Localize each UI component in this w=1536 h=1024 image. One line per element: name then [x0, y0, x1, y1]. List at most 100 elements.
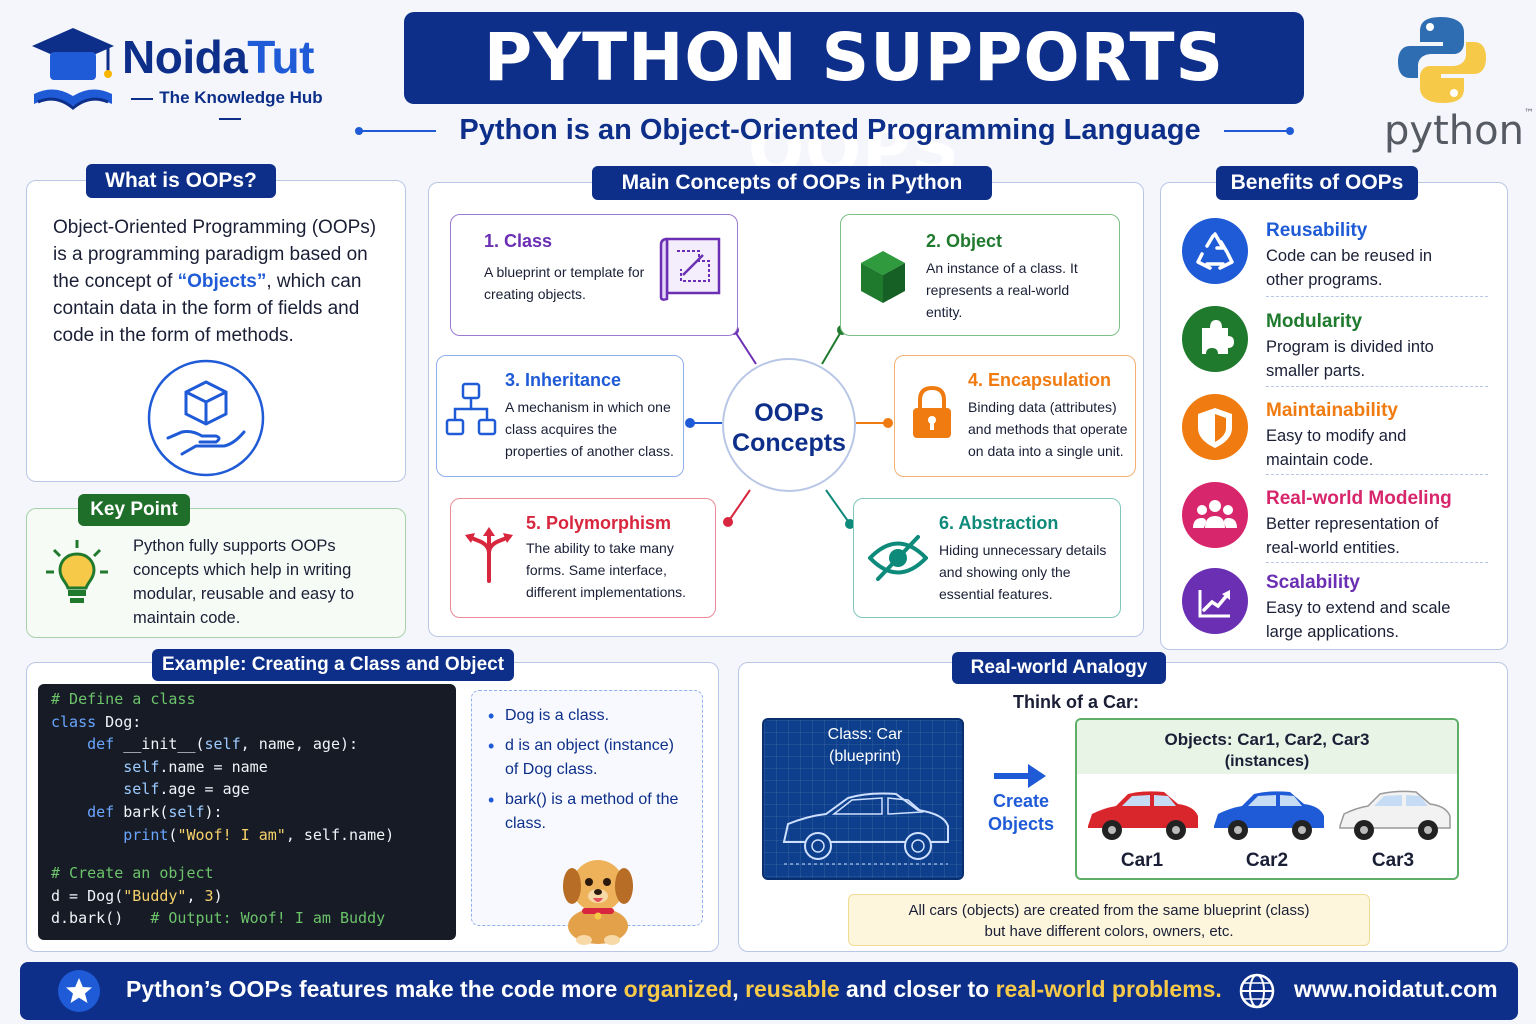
- code-line: # Define a class: [51, 690, 196, 708]
- concept-inheritance-card: 3. Inheritance A mechanism in which one …: [436, 355, 684, 477]
- cube-icon: [861, 251, 905, 303]
- blueprint-icon: [659, 237, 721, 301]
- page-title-banner: PYTHON SUPPORTS OOPS: [404, 12, 1304, 188]
- star-badge-icon: [58, 970, 100, 1012]
- people-icon: [1182, 482, 1248, 548]
- benefit-modeling-desc: Better representation of real-world enti…: [1266, 515, 1439, 557]
- objects-label: Objects: Car1, Car2, Car3: [1164, 730, 1370, 749]
- key-point-heading: Key Point: [78, 494, 190, 526]
- benefit-modularity-desc: Program is divided into smaller parts.: [1266, 338, 1434, 380]
- brand-tagline: The Knowledge Hub: [122, 88, 332, 128]
- subtitle-dot-right: [1286, 127, 1294, 135]
- recycle-icon: [1182, 218, 1248, 284]
- code-line: def bark(self):: [87, 803, 223, 821]
- code-note: d is an object (instance) of Dog class.: [488, 734, 691, 782]
- concept-class-title: 1. Class: [484, 231, 553, 251]
- footer-message: Python’s OOPs features make the code mor…: [126, 976, 1222, 1002]
- concepts-hub: OOPs Concepts: [722, 358, 856, 492]
- code-line: self.name = name: [123, 757, 268, 776]
- benefit-reusability-title: Reusability: [1266, 220, 1368, 241]
- concept-abstraction-desc: Hiding unnecessary details and showing o…: [939, 542, 1107, 602]
- code-line: d = Dog("Buddy", 3): [51, 886, 223, 905]
- cube-on-hand-icon: [147, 359, 265, 477]
- analogy-heading: Real-world Analogy: [952, 652, 1166, 684]
- benefit-maintainability-desc: Easy to modify and maintain code.: [1266, 427, 1407, 469]
- car2-label: Car2: [1245, 850, 1289, 871]
- concepts-heading: Main Concepts of OOPs in Python: [592, 166, 992, 200]
- concept-abstraction-title: 6. Abstraction: [939, 513, 1059, 533]
- class-car-label: Class: Car: [827, 726, 903, 743]
- puppy-illustration: [563, 860, 633, 945]
- split-arrows-icon: [465, 527, 513, 583]
- concept-encapsulation-card: 4. Encapsulation Binding data (attribute…: [894, 355, 1136, 477]
- arrow-right-icon: [994, 764, 1046, 788]
- concept-inheritance-desc: A mechanism in which one class acquires …: [505, 399, 674, 459]
- car-icon: [1214, 791, 1324, 840]
- puzzle-icon: [1182, 306, 1248, 372]
- concept-abstraction-card: 6. Abstraction Hiding unnecessary detail…: [853, 498, 1121, 618]
- hierarchy-icon: [445, 382, 497, 436]
- code-line: self.age = age: [123, 780, 250, 799]
- code-line: class Dog:: [51, 712, 142, 731]
- benefit-scalability-title: Scalability: [1266, 572, 1360, 593]
- benefit-reusability-desc: Code can be reused in other programs.: [1266, 247, 1433, 289]
- benefit-maintainability-title: Maintainability: [1266, 400, 1398, 421]
- benefit-separator: [1266, 474, 1488, 475]
- python-logo: python™: [1380, 14, 1534, 164]
- car-blueprint-icon: [782, 792, 949, 865]
- python-wordmark: python™: [1384, 108, 1534, 154]
- concept-class-card: 1. Class A blueprint or template for cre…: [450, 214, 738, 336]
- code-line: print("Woof! I am", self.name): [123, 825, 395, 844]
- class-car-blueprint: Class: Car (blueprint): [762, 718, 964, 880]
- concept-encapsulation-title: 4. Encapsulation: [968, 370, 1112, 390]
- page-subtitle: Python is an Object-Oriented Programming…: [459, 114, 1201, 146]
- class-car-sublabel: (blueprint): [828, 748, 902, 765]
- shield-icon: [1182, 394, 1248, 460]
- benefit-scalability-desc: Easy to extend and scale large applicati…: [1266, 599, 1451, 641]
- key-point-text: Python fully supports OOPs concepts whic…: [133, 537, 355, 627]
- code-line: def __init__(self, name, age):: [87, 735, 359, 754]
- brand-logo: NoidaTut The Knowledge Hub: [30, 24, 340, 124]
- benefit-separator: [1266, 386, 1488, 387]
- hidden-eye-icon: [868, 535, 928, 581]
- graduation-cap-icon: [32, 28, 114, 110]
- what-is-oops-heading: What is OOPs?: [86, 164, 276, 198]
- lightbulb-icon: [46, 540, 108, 603]
- objects-sublabel: (instances): [1224, 753, 1310, 770]
- subtitle-dot-left: [355, 127, 363, 135]
- globe-icon: [1239, 973, 1275, 1009]
- growth-chart-icon: [1182, 568, 1248, 634]
- code-block: # Define a class class Dog: def __init__…: [38, 684, 456, 940]
- code-line: # Create an object: [51, 864, 214, 882]
- benefit-separator: [1266, 562, 1488, 563]
- benefit-modularity-title: Modularity: [1266, 311, 1363, 332]
- what-is-oops-text: Object-Oriented Programming (OOPs) is a …: [53, 217, 377, 346]
- concept-encapsulation-desc: Binding data (attributes) and methods th…: [968, 399, 1128, 459]
- subtitle-divider-right: [1224, 130, 1292, 132]
- analogy-intro: Think of a Car:: [1013, 692, 1140, 712]
- car3-label: Car3: [1371, 850, 1415, 871]
- code-note: Dog is a class.: [488, 704, 691, 728]
- concepts-hub-line2: Concepts: [732, 429, 846, 457]
- code-line: d.bark() # Output: Woof! I am Buddy: [51, 909, 386, 928]
- key-point-panel: [26, 508, 406, 638]
- benefit-separator: [1266, 296, 1488, 297]
- code-note: bark() is a method of the class.: [488, 788, 691, 836]
- car-icon: [1339, 790, 1451, 840]
- brand-name: NoidaTut: [122, 31, 314, 83]
- python-snake-icon: [1398, 17, 1486, 103]
- concept-object-title: 2. Object: [926, 231, 1003, 251]
- benefits-heading: Benefits of OOPs: [1216, 166, 1418, 200]
- concept-object-card: 2. Object An instance of a class. It rep…: [840, 214, 1120, 336]
- car-icon: [1088, 791, 1198, 840]
- concept-inheritance-title: 3. Inheritance: [505, 370, 622, 390]
- concept-object-desc: An instance of a class. It represents a …: [926, 260, 1078, 320]
- what-is-oops-panel: [26, 180, 406, 482]
- benefit-modeling-title: Real-world Modeling: [1266, 488, 1452, 509]
- subtitle-divider-left: [358, 130, 436, 132]
- analogy-note: All cars (objects) are created from the …: [848, 894, 1370, 946]
- footer-website-link[interactable]: www.noidatut.com: [1294, 976, 1498, 1002]
- concept-class-desc: A blueprint or template for creating obj…: [484, 264, 645, 302]
- concepts-hub-line1: OOPs: [754, 399, 824, 427]
